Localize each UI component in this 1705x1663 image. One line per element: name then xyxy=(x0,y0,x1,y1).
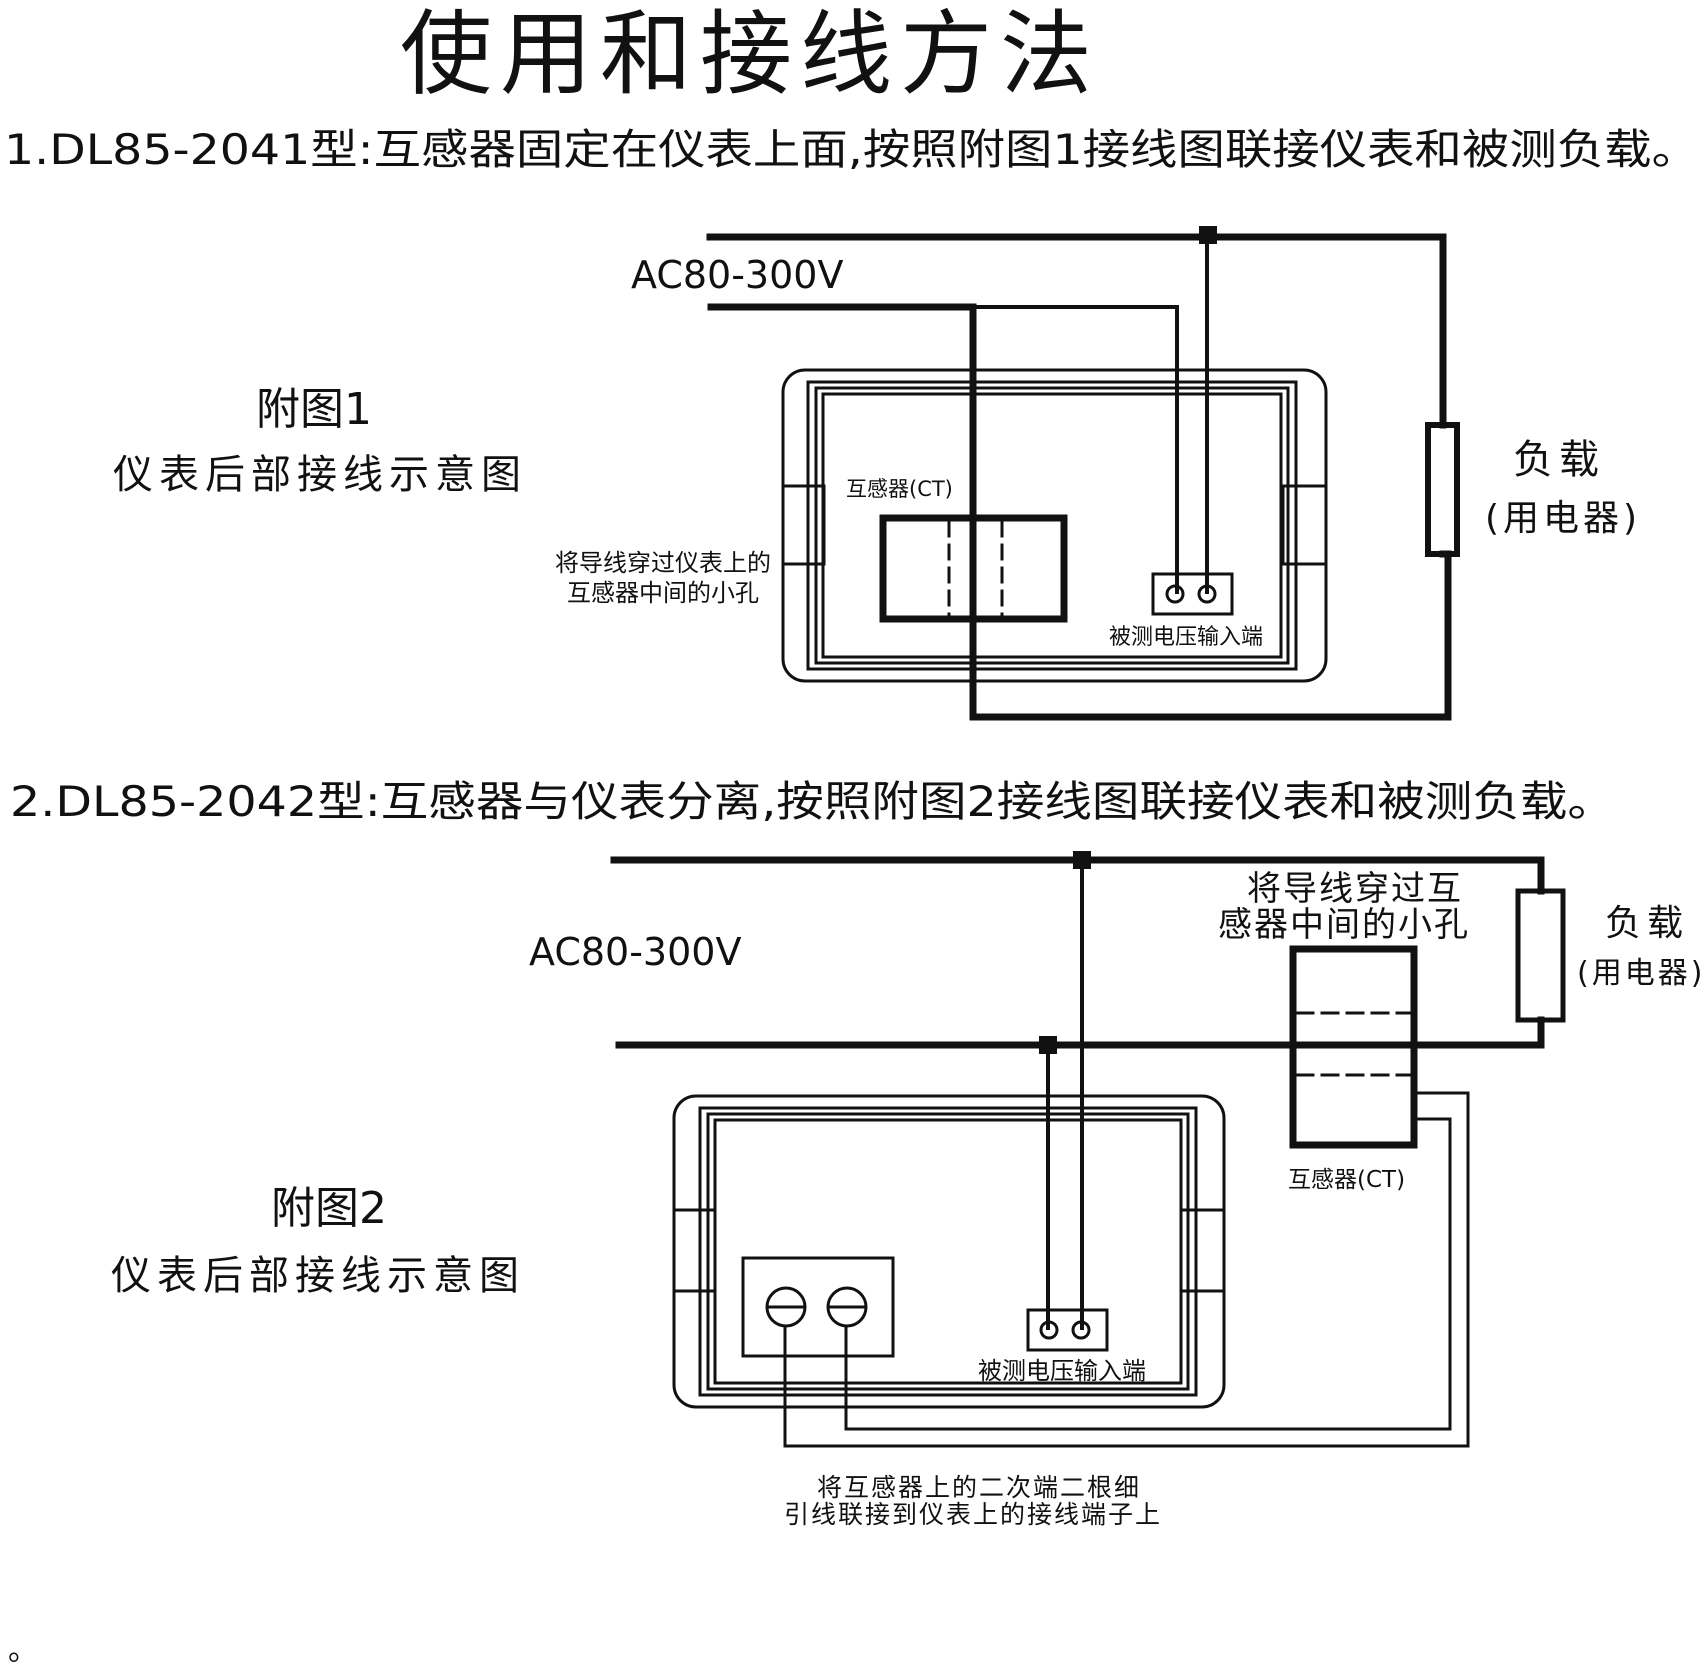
fig2-mount-clip-left xyxy=(672,1208,717,1293)
fig2-load-label: 负载 xyxy=(1605,903,1689,944)
fig2-voltage-label: AC80-300V xyxy=(529,930,741,974)
fig1-voltage-label: AC80-300V xyxy=(631,253,843,297)
fig2-terminal-screw-2 xyxy=(1071,1320,1091,1340)
fig1-figure-label: 附图1 xyxy=(256,384,372,435)
fig2-secondary-note-2: 引线联接到仪表上的接线端子上 xyxy=(784,1500,1162,1529)
fig2-secondary-lead-inner xyxy=(844,1117,1452,1431)
footer-mark: 。 xyxy=(8,1633,38,1663)
fig1-figure-caption: 仪表后部接线示意图 xyxy=(113,452,527,498)
fig2-load-resistor xyxy=(1515,888,1566,1023)
fig1-wire-note-2: 互感器中间的小孔 xyxy=(567,579,759,607)
fig2-terminal-screw-1 xyxy=(1039,1320,1059,1340)
section1-heading: 1.DL85-2041型:互感器固定在仪表上面,按照附图1接线图联接仪表和被测负… xyxy=(4,125,1699,174)
fig2-ct-terminal-block xyxy=(741,1256,895,1358)
figure-1: AC80-300V 附图1 仪表后部接线示意图 负载 (用电器) 互感器(CT)… xyxy=(113,226,1641,721)
fig1-meter-frame-2 xyxy=(814,386,1290,665)
fig1-supply-line-top xyxy=(706,233,1447,429)
fig2-voltage-terminal xyxy=(1026,1308,1109,1352)
fig2-wire-note-2: 感器中间的小孔 xyxy=(1218,905,1470,945)
fig2-ct-label: 互感器(CT) xyxy=(1288,1167,1405,1193)
fig2-mount-clip-right xyxy=(1179,1208,1226,1293)
fig1-terminal-screw-2 xyxy=(1197,584,1217,604)
fig1-load-label: 负载 xyxy=(1513,437,1605,483)
fig2-supply-line-top xyxy=(610,856,1545,895)
fig1-voltage-tap-b xyxy=(971,305,1179,594)
fig2-load-sub: (用电器) xyxy=(1577,956,1705,991)
fig2-ct-box xyxy=(1289,945,1418,1149)
fig1-supply-line-bottom xyxy=(707,303,1452,721)
fig1-mount-clip-left xyxy=(781,484,826,566)
fig1-mount-clip-right xyxy=(1281,484,1328,566)
figure-2: AC80-300V 附图2 仪表后部接线示意图 负载 (用电器) 将导线穿过互 … xyxy=(111,851,1705,1529)
fig2-figure-label: 附图2 xyxy=(271,1183,387,1234)
fig2-figure-caption: 仪表后部接线示意图 xyxy=(111,1253,525,1299)
fig1-load-sub: (用电器) xyxy=(1485,498,1641,539)
section2-heading: 2.DL85-2042型:互感器与仪表分离,按照附图2接线图联接仪表和被测负载。 xyxy=(10,777,1615,826)
fig1-voltage-terminal xyxy=(1151,572,1234,616)
fig2-terminal-label: 被测电压输入端 xyxy=(978,1357,1146,1385)
fig1-junction-dot xyxy=(1199,226,1217,244)
fig2-wire-note-1: 将导线穿过互 xyxy=(1247,869,1463,909)
fig2-secondary-lead-outer xyxy=(783,1091,1470,1448)
fig2-meter-frame-1 xyxy=(698,1106,1198,1397)
fig1-terminal-label: 被测电压输入端 xyxy=(1109,625,1263,650)
fig1-ct-label: 互感器(CT) xyxy=(846,477,953,501)
fig1-load-resistor xyxy=(1425,422,1460,557)
fig2-meter-frame-2 xyxy=(706,1112,1190,1391)
page-title: 使用和接线方法 xyxy=(400,1,1100,108)
fig2-secondary-note-1: 将互感器上的二次端二根细 xyxy=(817,1473,1141,1502)
fig1-meter-frame-1 xyxy=(806,380,1298,671)
fig1-terminal-screw-1 xyxy=(1165,584,1185,604)
fig2-supply-line-bottom xyxy=(615,1016,1545,1049)
fig1-wire-note-1: 将导线穿过仪表上的 xyxy=(555,549,771,577)
